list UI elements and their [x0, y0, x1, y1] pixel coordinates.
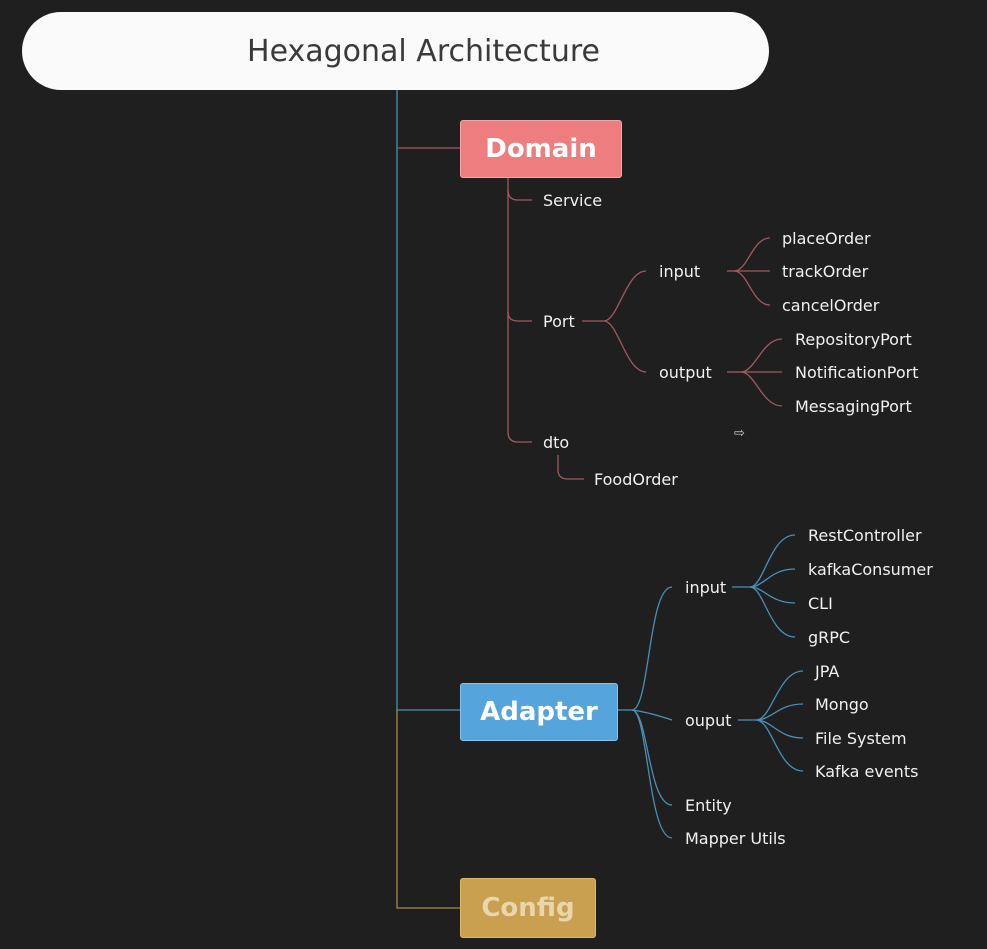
adapter-output-file-system: File System [815, 729, 907, 748]
port-input-track-order: trackOrder [782, 262, 869, 281]
port-input-cancel-order: cancelOrder [782, 296, 880, 315]
trunk-line-config [396, 710, 460, 909]
title-banner: Hexagonal Architecture [22, 12, 769, 90]
adapter-input: input [685, 578, 727, 597]
adapter-input-cli: CLI [808, 594, 833, 613]
domain-links [507, 176, 783, 480]
adapter-output-jpa: JPA [815, 662, 840, 681]
adapter-node[interactable]: Adapter [460, 683, 618, 741]
adapter-mapper-utils: Mapper Utils [685, 829, 786, 848]
domain-service: Service [543, 191, 603, 210]
adapter-input-rest-controller: RestController [808, 526, 922, 545]
domain-port: Port [543, 312, 575, 331]
port-output-notification: NotificationPort [795, 363, 919, 382]
adapter-output-mongo: Mongo [815, 695, 869, 714]
adapter-output: ouput [685, 711, 732, 730]
port-input-place-order: placeOrder [782, 229, 871, 248]
adapter-input-kafka-consumer: kafkaConsumer [808, 560, 933, 579]
port-input: input [659, 262, 701, 281]
port-output-repository: RepositoryPort [795, 330, 912, 349]
port-output-messaging: MessagingPort [795, 397, 912, 416]
adapter-links [616, 534, 804, 839]
adapter-input-grpc: gRPC [808, 628, 851, 647]
domain-node[interactable]: Domain [460, 120, 622, 178]
page-title: Hexagonal Architecture [247, 33, 600, 69]
domain-dto: dto [543, 433, 570, 452]
adapter-entity: Entity [685, 796, 732, 815]
config-node[interactable]: Config [460, 878, 596, 938]
cursor-icon: ⇨ [734, 426, 745, 441]
dto-food-order: FoodOrder [594, 470, 678, 489]
port-output: output [659, 363, 712, 382]
adapter-output-kafka-events: Kafka events [815, 762, 919, 781]
